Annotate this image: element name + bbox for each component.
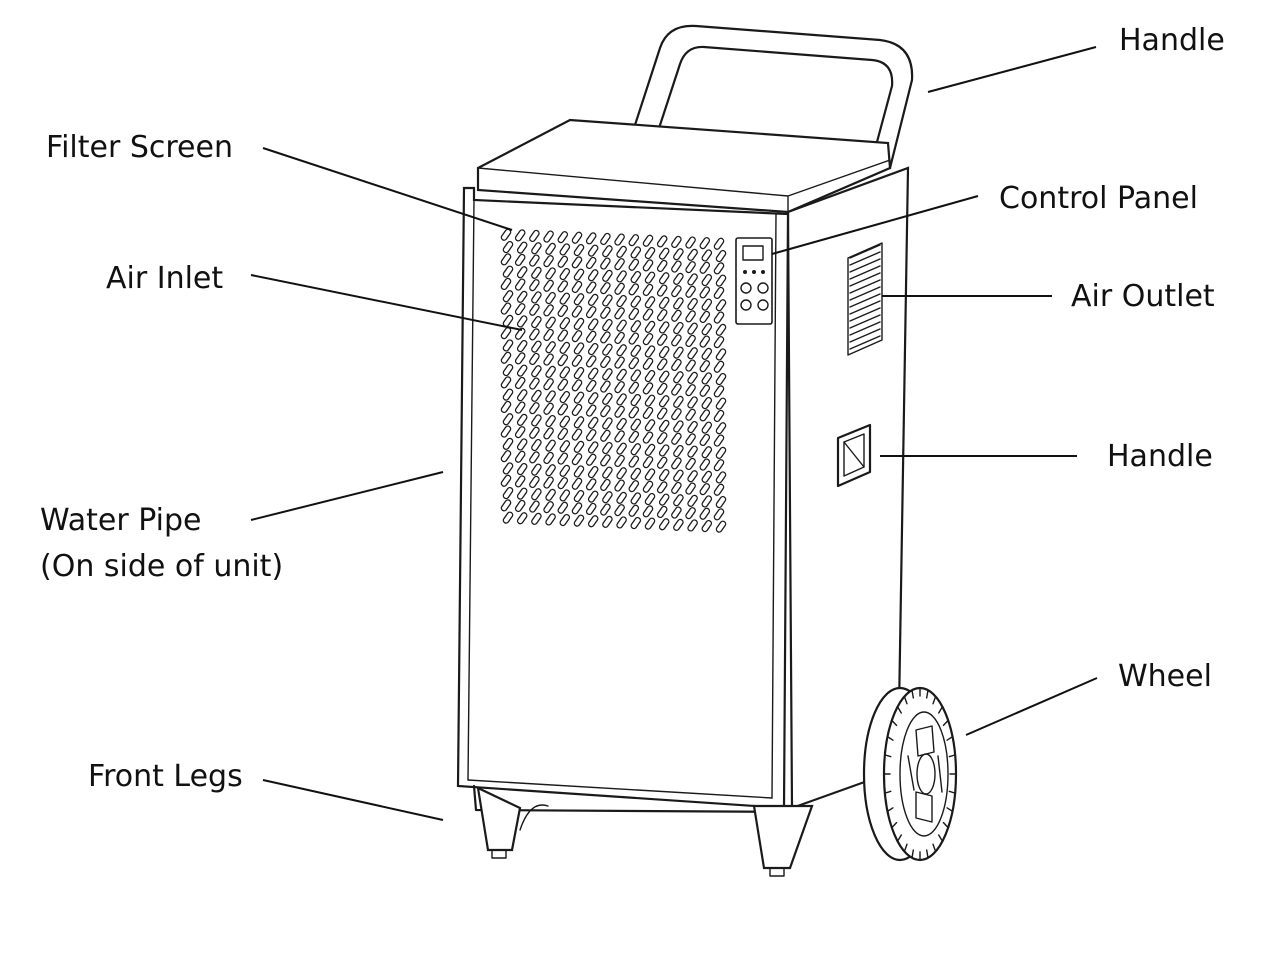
label-air-inlet: Air Inlet <box>106 261 223 296</box>
leader-lines <box>250 46 1098 821</box>
air-outlet-louvers <box>849 244 881 350</box>
label-handle-side: Handle <box>1107 439 1213 474</box>
control-panel-drawing <box>735 237 773 325</box>
labels: Handle Filter Screen Control Panel Air I… <box>40 23 1225 794</box>
label-water-pipe: Water Pipe <box>40 503 201 538</box>
label-water-pipe-note: (On side of unit) <box>40 549 283 584</box>
label-front-legs: Front Legs <box>88 759 243 794</box>
label-air-outlet: Air Outlet <box>1071 279 1215 314</box>
leader-wheel <box>965 677 1098 736</box>
leader-water-pipe <box>250 471 444 521</box>
leader-handle-top <box>927 46 1097 93</box>
leader-air-inlet <box>250 274 523 331</box>
leader-filter-screen <box>262 147 513 231</box>
label-wheel: Wheel <box>1118 659 1212 694</box>
top-lid-drawing <box>476 118 892 214</box>
air-inlet-grille <box>500 228 727 533</box>
label-filter-screen: Filter Screen <box>46 130 233 165</box>
leader-front-legs <box>262 779 444 821</box>
label-handle-top: Handle <box>1119 23 1225 58</box>
label-control-panel: Control Panel <box>999 181 1198 216</box>
front-body-drawing <box>456 186 790 810</box>
wheel-tread <box>883 687 957 861</box>
wheel-drawing <box>862 686 958 862</box>
side-panel-drawing <box>786 166 910 810</box>
side-handle-recess <box>836 423 872 488</box>
top-handle-drawing <box>620 24 914 170</box>
front-legs-drawing <box>472 784 814 877</box>
leader-control-panel <box>771 195 979 255</box>
